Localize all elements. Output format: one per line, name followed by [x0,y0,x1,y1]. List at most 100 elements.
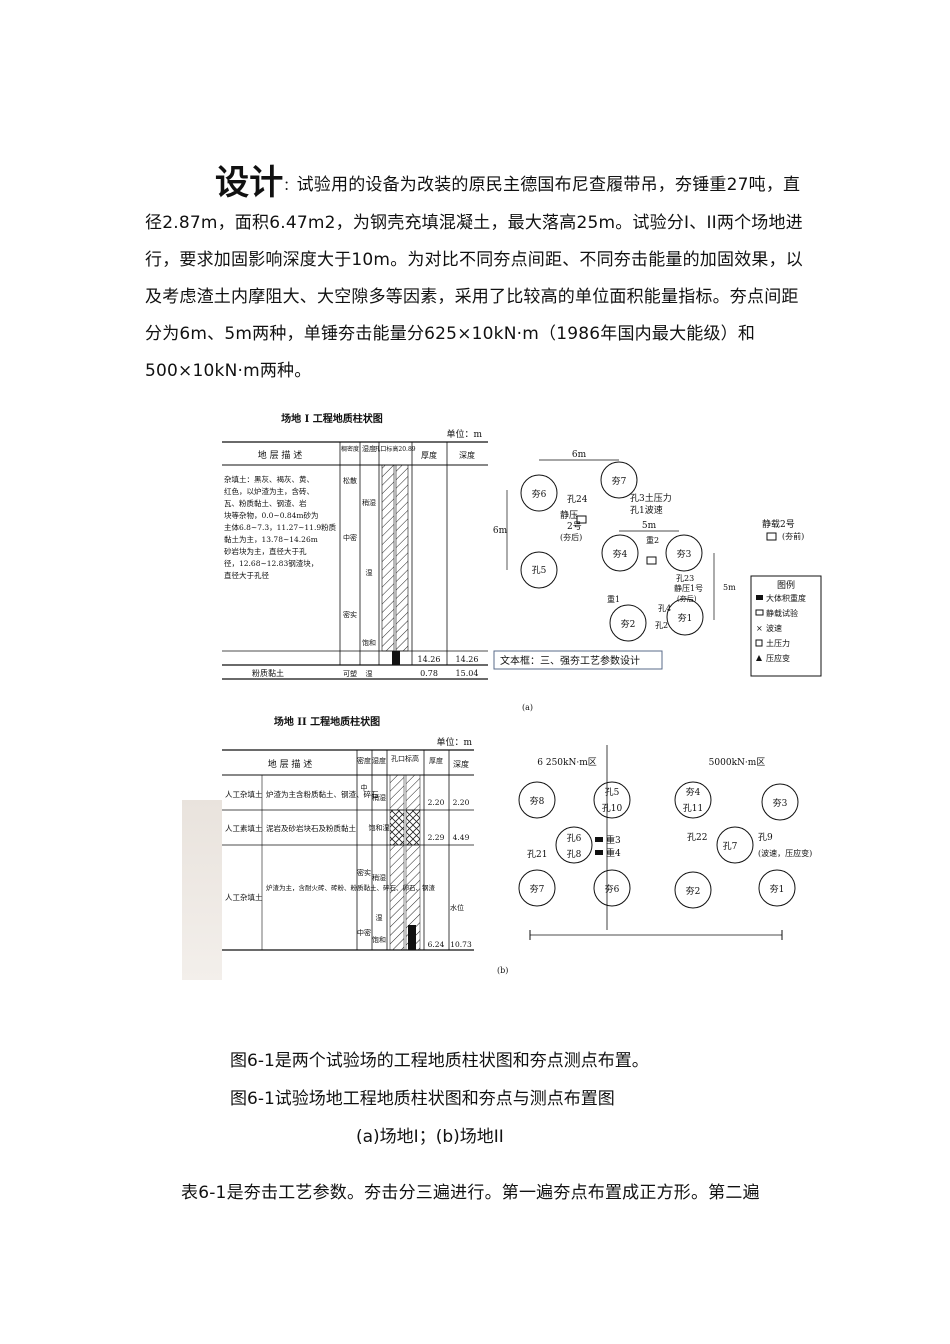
row2-density: 可塑 [343,669,357,678]
row-b1-thick: 2.20 [428,798,445,807]
table-a-header-thick: 厚度 [421,450,437,460]
subfigure-a-label: (a) [522,703,533,712]
hole-b8: 孔8 [567,849,582,860]
static-load-2-before: 静载2号 [762,518,795,530]
table-a-header-depth: 深度 [459,450,475,460]
row-b2-name: 人工素填土 [225,823,263,833]
tamp-b2: 夯2 [686,885,701,897]
hole-24: 孔24 [567,494,588,505]
hole-2: 孔2 [655,621,668,630]
table-a-unit: 单位：m [446,428,482,440]
hole-b11: 孔11 [683,803,703,814]
table-b-header-elev: 孔口标高 [391,754,419,763]
tamp-1: 夯1 [678,612,693,624]
row2-moisture: 湿 [366,669,373,678]
table-b-unit: 单位：m [436,736,472,748]
row-b3-depth: 10.73 [450,940,472,949]
hole-b9: 孔9 [758,832,773,843]
density-b1: 中 [361,783,368,792]
static-load-1: 静压1号 [674,583,703,593]
dist-6m-vertical: 6m [493,526,508,536]
hole-b7: 孔7 [723,841,738,852]
table-b-header-density: 密度 [357,756,371,765]
hole-5: 孔5 [532,565,547,576]
table-a-header-elev: 孔口标高20.89 [374,445,415,453]
static-load-2: 静压 [560,509,578,521]
moisture-wet: 湿 [366,568,373,577]
table-b-header-thick: 厚度 [429,756,443,765]
static-load-2-no: 2号 [567,521,582,532]
density-dense: 密实 [343,610,357,619]
row2-thick: 0.78 [420,669,438,678]
figure-background-photo [182,800,222,980]
hole-1-wave: 孔1波速 [630,504,663,516]
desc-line: 直径大于孔径 [224,570,269,580]
table-b-header-depth: 深度 [453,759,469,769]
desc-line: 砂岩块为主，直径大于孔 [224,546,307,556]
hole-3-pressure: 孔3土压力 [630,492,672,504]
caption-line-2: 图6-1试验场地工程地质柱状图和夯点与测点布置图 [230,1089,615,1109]
desc-line: 块等杂物，0.0~0.84m砂为 [224,510,319,520]
plan-a: 6m 6m 夯6 夯7 孔5 孔24 静压 2号 (夯后) 孔3土压力 孔1波速… [493,450,804,642]
table-a-header-moisture: 湿度 [362,444,376,453]
hole-b9-note: (波速，压应变) [758,848,812,858]
static-load-2-after: (夯后) [560,532,582,542]
tamp-b6: 夯6 [605,883,620,895]
density-medium: 中密 [343,533,357,542]
desc-line: 黏土为主，13.78~14.26m [224,534,318,544]
table-b-header-desc: 地 层 描 述 [268,758,313,770]
row-b2-thick: 2.29 [428,833,445,842]
hole-b6: 孔6 [567,833,582,844]
intro-text: 试验用的设备为改装的原民主德国布尼查履带吊，夯锤重27吨，直径2.87m，面积6… [145,175,803,381]
zone-5000: 5000kN·m区 [709,757,766,768]
weight-1: 重1 [607,594,620,604]
moisture-b1: 稍湿 [372,793,386,802]
textbox-a: 文本框：三、强夯工艺参数设计 [493,650,663,670]
desc-line: 主体6.8~7.3，11.27~11.9粉质 [224,522,337,532]
weight-2: 重2 [646,535,659,545]
row-b1-name: 人工杂填土 [225,789,263,799]
row-b2-desc: 泥岩及砂岩块石及粉质黏土 [266,823,356,833]
outro-paragraph: 表6-1是夯击工艺参数。夯击分三遍进行。第一遍夯点布置成正方形。第二遍 [181,1183,760,1203]
table-a-title: 场地 I 工程地质柱状图 [281,412,383,425]
row1-thick: 14.26 [418,655,441,664]
table-b-header-moisture: 湿度 [372,756,386,765]
moisture-saturated: 饱和 [362,638,376,647]
legend-item: 土压力 [766,638,790,648]
moisture-slight: 稍湿 [362,498,376,507]
caption-line-3: (a)场地I；(b)场地II [356,1127,504,1147]
density-b3: 中密 [357,928,371,937]
row-b1-depth: 2.20 [453,798,470,807]
tamp-b3: 夯3 [773,797,788,809]
caption-line-1: 图6-1是两个试验场的工程地质柱状图和夯点测点布置。 [230,1051,649,1071]
hole-23: 孔23 [676,574,694,583]
intro-colon: ： [283,179,297,194]
moisture-b2: 饱和湿 [369,823,390,832]
desc-line: 瓦、粉质黏土、钢渣、岩 [224,498,307,508]
zone-6250: 6 250kN·m区 [537,757,597,768]
legend-a: 图例 大体积重度 静载试验 ×波速 土压力 压应变 [750,575,822,677]
subfigure-b-label: (b) [497,966,508,975]
column-table-a: 场地 I 工程地质柱状图 单位：m 地 层 描 述 稠密度 湿度 孔口标高20.… [222,412,488,680]
textbox-text: 文本框：三、强夯工艺参数设计 [500,654,640,667]
density-loose: 松散 [343,476,357,485]
desc-line: 红色，以炉渣为主，含砖、 [224,486,314,496]
moisture-b4: 湿 [376,913,383,922]
table-a-desc: 杂填土：黑灰、褐灰、黄、 红色，以炉渣为主，含砖、 瓦、粉质黏土、钢渣、岩 块等… [224,474,337,580]
row-b3-desc: 炉渣为主，含耐火砖、砖粉、粉质黏土、碎石、卵石、钢渣 [266,883,436,892]
tamp-3: 夯3 [677,548,692,560]
legend-item: 大体积重度 [766,593,806,603]
row-b1-desc: 炉渣为主含粉质黏土、钢渣、碎石 [266,789,379,799]
weight-b4: 重4 [606,847,621,859]
hole-b22: 孔22 [687,832,707,843]
tamp-b7: 夯7 [530,883,545,895]
legend-item: 压应变 [766,653,790,663]
tamp-b8: 夯8 [530,795,545,807]
dist-6m: 6m [572,450,587,460]
weight-b3: 重3 [606,834,621,846]
row1-depth: 14.26 [456,655,479,664]
intro-paragraph: 设计：试验用的设备为改装的原民主德国布尼查履带吊，夯锤重27吨，直径2.87m，… [145,165,813,390]
moisture-b3: 稍湿 [372,873,386,882]
table-a-header-desc: 地 层 描 述 [258,449,303,461]
